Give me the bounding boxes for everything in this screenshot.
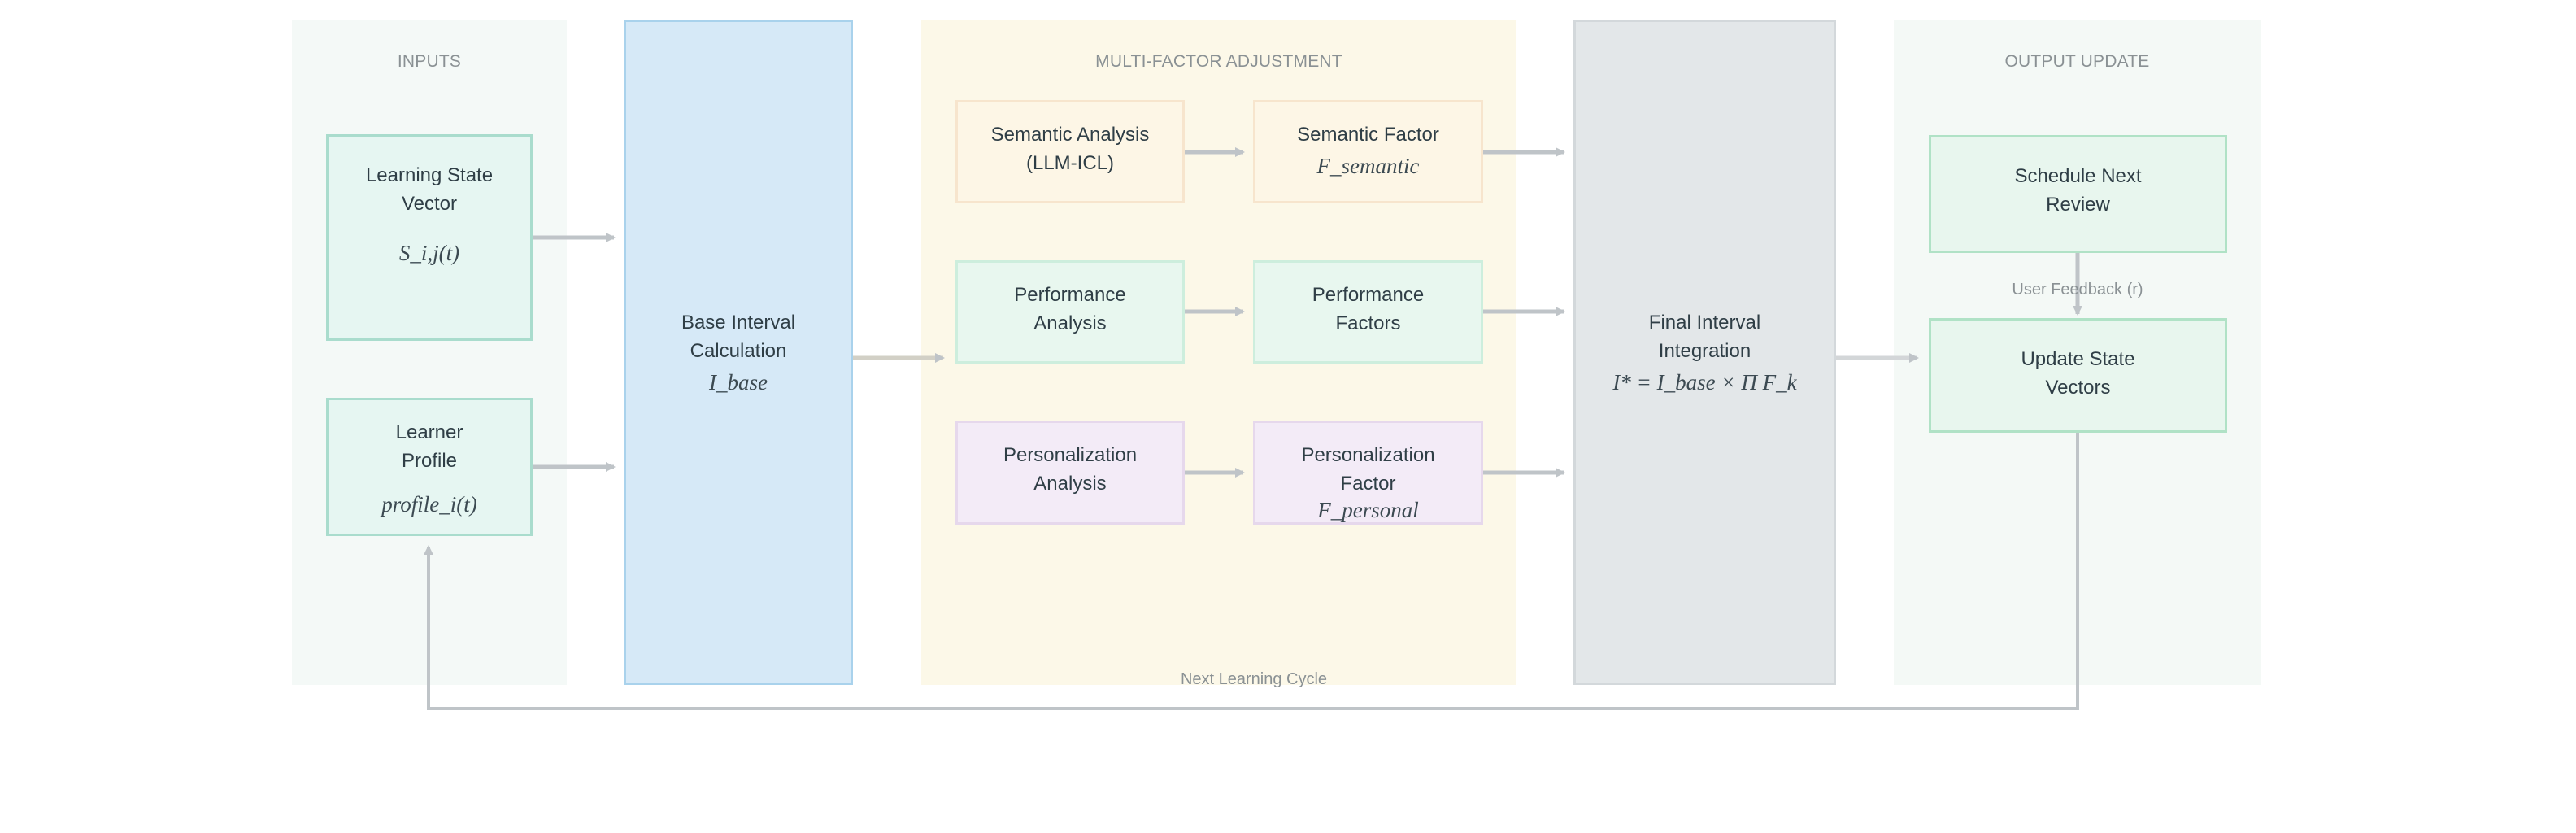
edge-label-next-learning-cycle: Next Learning Cycle — [1180, 670, 1328, 688]
node-performance-analysis[interactable]: Performance Analysis — [955, 260, 1185, 364]
node-schedule-next-review[interactable]: Schedule Next Review — [1929, 135, 2227, 253]
node-performance-factors[interactable]: Performance Factors — [1253, 260, 1483, 364]
node-math: I* = I_base × Π F_k — [1612, 369, 1797, 395]
node-label: Final Interval Integration — [1648, 311, 1761, 362]
node-update-state-vectors[interactable]: Update State Vectors — [1929, 318, 2227, 433]
node-label: Learner Profile — [395, 421, 463, 472]
lane-multi-factor-title: MULTI-FACTOR ADJUSTMENT — [1095, 52, 1342, 71]
node-learning-state-vector[interactable]: Learning State Vector S_i,j(t) — [326, 134, 533, 341]
node-personalization-analysis[interactable]: Personalization Analysis — [955, 421, 1185, 525]
node-math: I_base — [709, 369, 768, 395]
node-label: Base Interval Calculation — [681, 311, 796, 362]
node-final-interval-integration[interactable]: Final Interval Integration I* = I_base ×… — [1573, 20, 1836, 685]
node-personalization-factor[interactable]: Personalization Factor F_personal — [1253, 421, 1483, 525]
node-label: Update State Vectors — [2021, 348, 2135, 399]
node-label: Performance Analysis — [1014, 284, 1126, 334]
node-math: S_i,j(t) — [398, 241, 460, 265]
node-math: F_semantic — [1316, 154, 1420, 178]
node-label: Schedule Next Review — [2014, 165, 2142, 216]
node-label: Personalization Analysis — [1003, 444, 1138, 495]
node-learner-profile[interactable]: Learner Profile profile_i(t) — [326, 398, 533, 536]
node-label: Semantic Analysis (LLM-ICL) — [990, 124, 1150, 174]
node-label: Semantic Factor — [1297, 124, 1439, 146]
node-label: Personalization Factor — [1301, 444, 1435, 495]
edge-label-user-feedback: User Feedback (r) — [2012, 281, 2143, 299]
node-label: Learning State Vector — [365, 164, 494, 215]
node-semantic-analysis[interactable]: Semantic Analysis (LLM-ICL) — [955, 100, 1185, 203]
edge-next-learning-cycle — [424, 433, 2079, 710]
node-semantic-factor[interactable]: Semantic Factor F_semantic — [1253, 100, 1483, 203]
lane-inputs-title: INPUTS — [397, 52, 462, 71]
lane-output-title: OUTPUT UPDATE — [2004, 52, 2150, 71]
node-base-interval-calculation[interactable]: Base Interval Calculation I_base — [624, 20, 853, 685]
node-math: F_personal — [1317, 498, 1419, 522]
node-math: profile_i(t) — [381, 492, 477, 517]
node-label: Performance Factors — [1312, 284, 1425, 334]
